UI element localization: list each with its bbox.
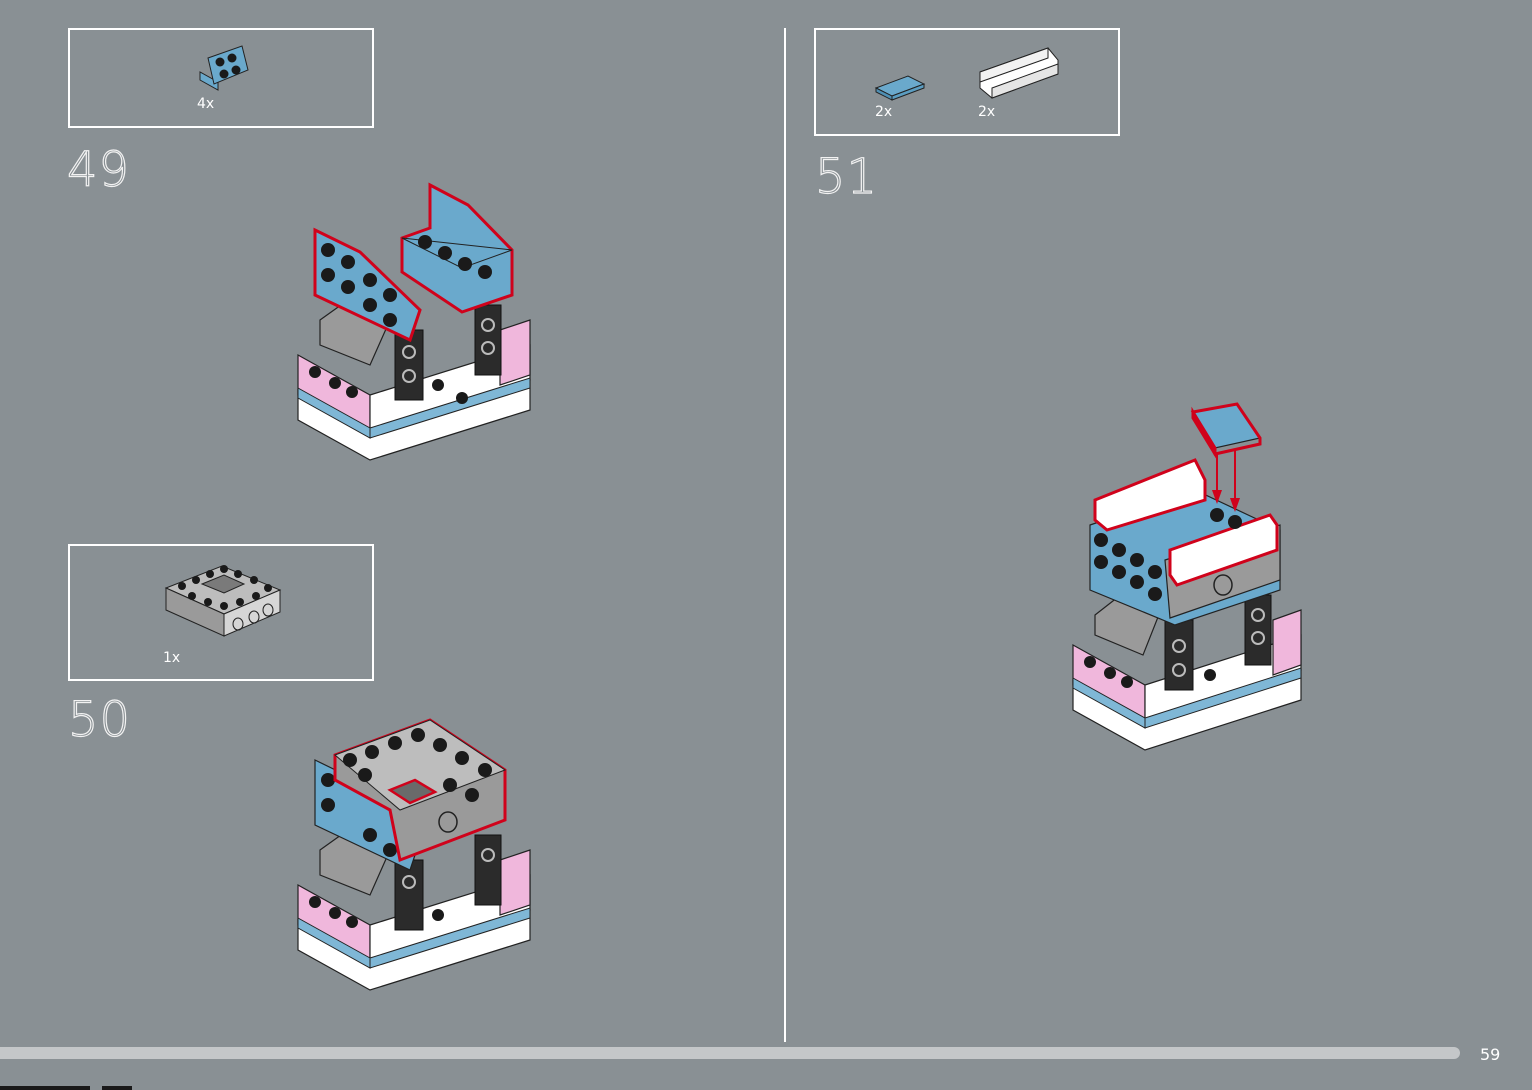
panel-part-icon	[976, 44, 1062, 104]
part-quantity: 2x	[978, 104, 995, 120]
model-illustration-step-49	[290, 180, 540, 470]
page-number: 59	[1480, 1045, 1500, 1064]
part-quantity: 4x	[197, 96, 214, 112]
parts-callout-step-50: 1x	[68, 544, 374, 681]
step-number: 50	[68, 696, 131, 744]
footer-marks	[0, 1086, 140, 1090]
technic-frame-part-icon	[162, 560, 284, 640]
model-illustration-step-50	[290, 710, 540, 1000]
step-number: 49	[67, 146, 130, 194]
part-quantity: 2x	[875, 104, 892, 120]
model-illustration-step-51	[1065, 400, 1310, 760]
bracket-part-icon	[196, 44, 256, 94]
page-divider	[784, 28, 786, 1042]
step-number: 51	[815, 153, 878, 201]
parts-callout-step-51: 2x 2x	[814, 28, 1120, 136]
parts-callout-step-49: 4x	[68, 28, 374, 128]
part-quantity: 1x	[163, 650, 180, 666]
progress-bar	[0, 1047, 1460, 1059]
tile-part-icon	[874, 72, 926, 102]
